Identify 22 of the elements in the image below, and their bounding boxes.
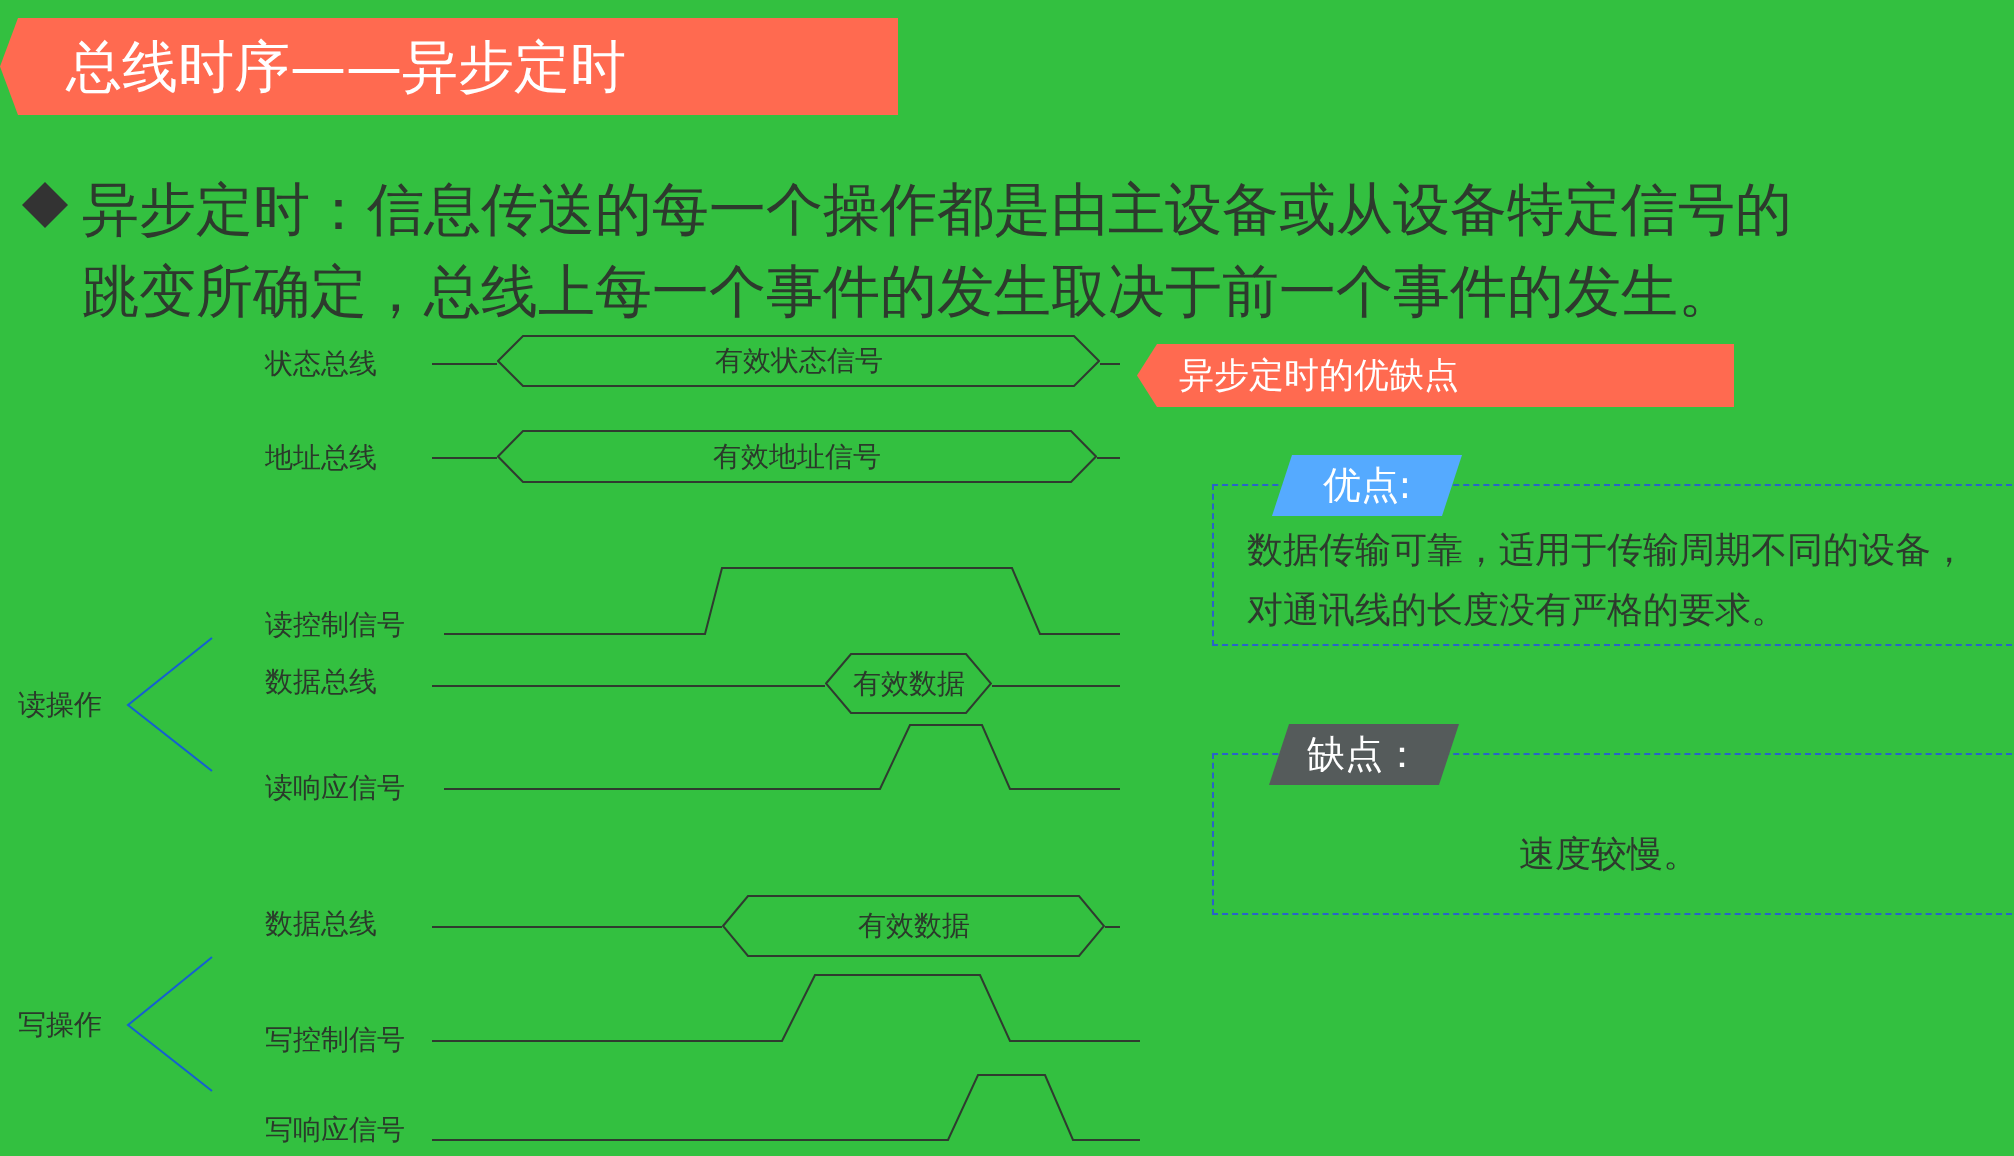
tab-label: 优点: <box>1272 455 1462 516</box>
signal-label: 状态总线 <box>265 346 377 382</box>
signal-label: 读控制信号 <box>265 607 405 643</box>
body-text: 速度较慢。 <box>1518 832 1700 876</box>
signal-label: 读响应信号 <box>265 770 405 806</box>
timing-hexagon: 有效状态信号 <box>497 335 1100 387</box>
body-text: 数据传输可靠，适用于传输周期不同的设备， <box>1247 528 1967 572</box>
tab-label: 缺点： <box>1269 724 1459 785</box>
body-text: 对通讯线的长度没有严格的要求。 <box>1247 588 1787 632</box>
signal-label: 写响应信号 <box>265 1112 405 1148</box>
timing-hexagon: 有效数据 <box>722 895 1105 957</box>
signal-label: 读操作 <box>18 687 102 723</box>
signal-label: 数据总线 <box>265 906 377 942</box>
timing-hexagon: 有效数据 <box>825 653 992 714</box>
bullet-text: 异步定时：信息传送的每一个操作都是由主设备或从设备特定信号的跳变所确定，总线上每一个事件的发生取决于前一个事件的发生。 <box>82 175 1793 326</box>
signal-label: 写控制信号 <box>265 1022 405 1058</box>
section-banner: 异步定时的优缺点 <box>1137 344 1734 407</box>
timing-hexagon: 有效地址信号 <box>497 430 1097 483</box>
signal-label: 地址总线 <box>265 440 377 476</box>
title-banner: 总线时序——异步定时 <box>0 18 898 115</box>
signal-label: 数据总线 <box>265 664 377 700</box>
signal-label: 写操作 <box>18 1007 102 1043</box>
